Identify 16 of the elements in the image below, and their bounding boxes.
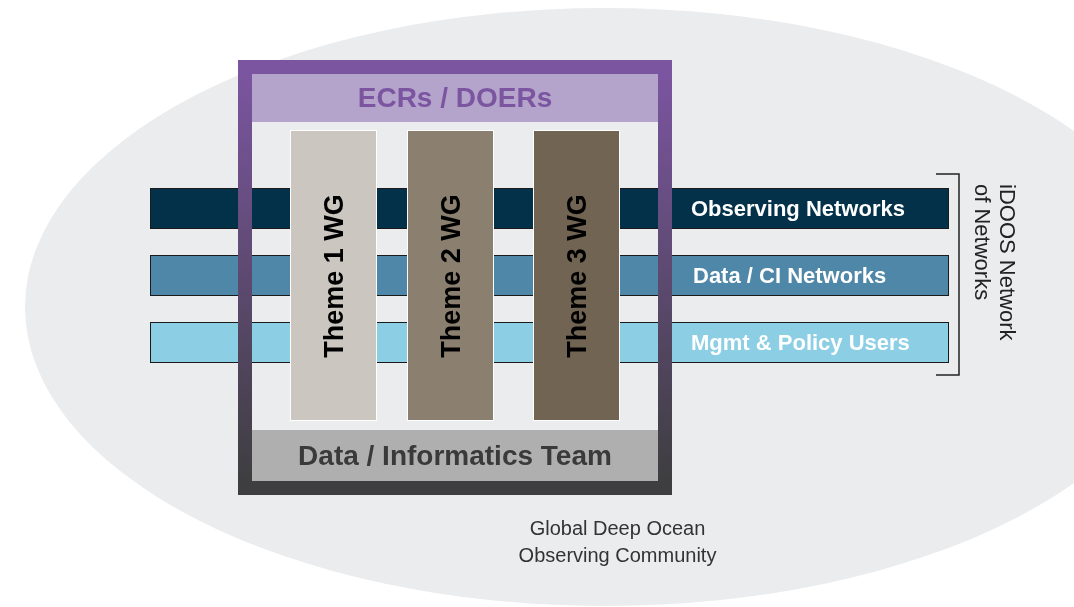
ecrs-band <box>252 74 658 122</box>
theme-label: Theme 2 WG <box>435 193 466 358</box>
theme-column <box>533 130 620 421</box>
network-label: Data / CI Networks <box>693 262 887 289</box>
network-label: Mgmt & Policy Users <box>691 329 910 356</box>
ecrs-label: ECRs / DOERs <box>356 82 554 114</box>
theme-label: Theme 3 WG <box>561 193 592 358</box>
program-frame <box>238 60 672 495</box>
group-label: iDOOS Network of Networks <box>968 184 1020 343</box>
network-label: Observing Networks <box>691 195 905 222</box>
theme-column <box>290 130 377 421</box>
theme-column <box>407 130 494 421</box>
community-label: Global Deep Ocean Observing Community <box>517 516 718 568</box>
theme-label: Theme 1 WG <box>318 193 349 358</box>
data-team-label: Data / Informatics Team <box>297 439 613 472</box>
data-team-band <box>252 430 658 481</box>
